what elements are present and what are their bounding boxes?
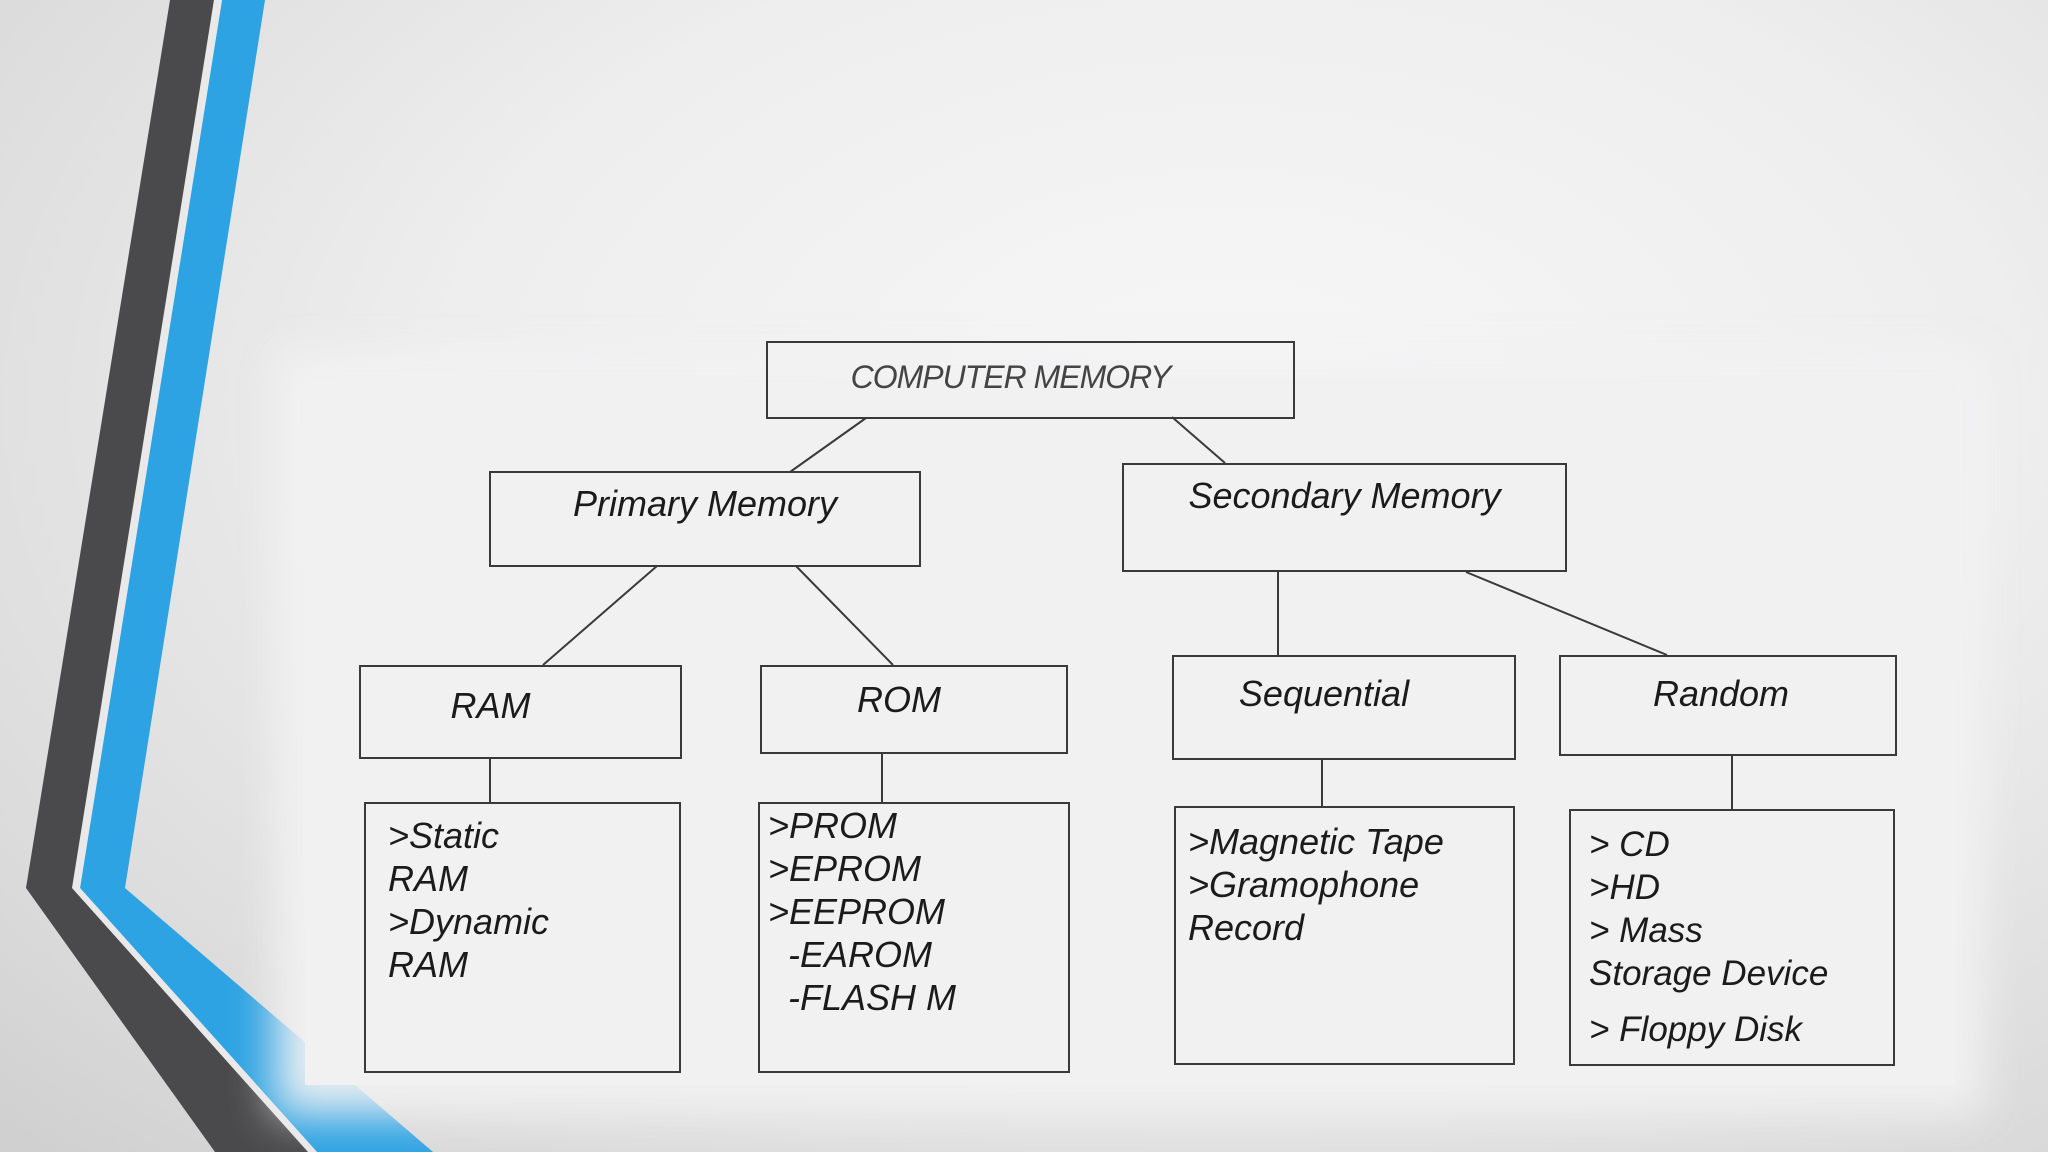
connector-secondary-random <box>1465 571 1668 656</box>
ram-details-box: >Static RAM >Dynamic RAM <box>364 802 681 1073</box>
ram-label: RAM <box>450 685 531 726</box>
random-detail-item: > Mass <box>1589 911 1703 950</box>
random-detail-item: >HD <box>1589 868 1660 907</box>
connector-root-secondary <box>1171 416 1226 464</box>
connector-primary-ram <box>542 565 658 666</box>
computer-memory-label: COMPUTER MEMORY <box>850 359 1172 395</box>
rom-detail-item: -EAROM <box>768 934 933 975</box>
connector-primary-rom <box>795 565 894 666</box>
random-label: Random <box>1652 673 1790 714</box>
rom-detail-item: -FLASH M <box>768 977 957 1018</box>
random-detail-item: > CD <box>1589 825 1670 864</box>
blue-chevron-stripe <box>80 0 433 1152</box>
random-node: Random <box>1559 655 1897 756</box>
random-details-list: > CD >HD > Mass Storage Device > Floppy … <box>1571 811 1893 1051</box>
sequential-detail-item: >Gramophone <box>1188 864 1420 905</box>
ram-details-list: >Static RAM >Dynamic RAM <box>366 804 679 986</box>
primary-memory-node: Primary Memory <box>489 471 921 567</box>
ram-node: RAM <box>359 665 682 759</box>
sequential-detail-item: >Magnetic Tape <box>1188 821 1444 862</box>
rom-label: ROM <box>857 679 941 720</box>
dark-chevron-stripe <box>26 0 316 1152</box>
primary-memory-label: Primary Memory <box>572 483 837 524</box>
ram-detail-item: RAM <box>388 858 468 899</box>
rom-detail-item: >EEPROM <box>768 891 946 932</box>
random-detail-item: > Floppy Disk <box>1589 1010 1802 1049</box>
sequential-details-box: >Magnetic Tape >Gramophone Record <box>1174 806 1515 1065</box>
secondary-memory-node: Secondary Memory <box>1122 463 1567 572</box>
rom-details-list: >PROM >EPROM >EEPROM -EAROM -FLASH M <box>760 804 1068 1019</box>
rom-detail-item: >EPROM <box>768 848 922 889</box>
sequential-details-list: >Magnetic Tape >Gramophone Record <box>1176 808 1513 949</box>
sequential-label: Sequential <box>1238 673 1410 714</box>
ram-detail-item: >Dynamic <box>388 901 550 942</box>
random-details-box: > CD >HD > Mass Storage Device > Floppy … <box>1569 809 1895 1066</box>
rom-detail-item: >PROM <box>768 805 898 846</box>
sequential-detail-item: Record <box>1188 907 1305 948</box>
rom-node: ROM <box>760 665 1068 754</box>
ram-detail-item: >Static <box>388 815 500 856</box>
sequential-node: Sequential <box>1172 655 1516 760</box>
random-detail-item: Storage Device <box>1589 954 1829 993</box>
computer-memory-node: COMPUTER MEMORY <box>766 341 1295 419</box>
diagram-panel <box>305 380 1955 1085</box>
ram-detail-item: RAM <box>388 944 468 985</box>
connector-root-primary <box>789 417 867 473</box>
secondary-memory-label: Secondary Memory <box>1188 475 1501 516</box>
rom-details-box: >PROM >EPROM >EEPROM -EAROM -FLASH M <box>758 802 1070 1073</box>
